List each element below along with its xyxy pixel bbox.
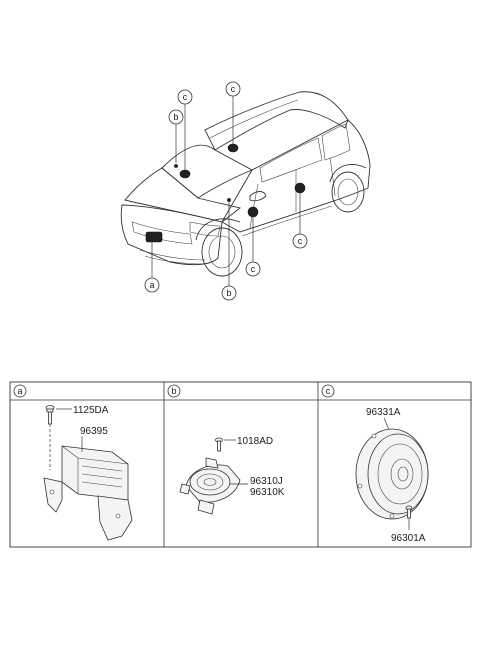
callout-c-front-door: c — [245, 261, 261, 277]
tweeter-icon — [179, 457, 241, 515]
amplifier-marker — [145, 231, 163, 243]
bolt-icon — [45, 405, 55, 425]
panel-a-header: a — [13, 384, 27, 398]
callout-label: a — [149, 280, 154, 290]
panel-letter: a — [17, 386, 22, 396]
callout-b-top: b — [168, 109, 184, 125]
vehicle-illustration — [120, 91, 371, 277]
callout-b-front: b — [221, 285, 237, 301]
parts-table — [9, 381, 472, 548]
panel-b-drawing — [179, 437, 248, 515]
callout-label: b — [173, 112, 178, 122]
callout-c-top: c — [177, 89, 193, 105]
panel-b-header: b — [167, 384, 181, 398]
callout-label: b — [226, 288, 231, 298]
part-number-1125DA: 1125DA — [73, 405, 109, 416]
panel-letter: b — [171, 386, 176, 396]
speaker-icon — [355, 428, 429, 520]
tweeter-marker-left — [179, 169, 191, 179]
part-number-1018AD: 1018AD — [237, 436, 273, 447]
panel-c-drawing — [355, 417, 429, 530]
amplifier-icon — [43, 445, 133, 541]
car-part-markers — [145, 143, 306, 243]
part-number-96310J: 96310J — [250, 476, 283, 487]
panel-letter: c — [326, 386, 331, 396]
callout-leaders — [151, 96, 301, 286]
callout-label: c — [298, 236, 303, 246]
tweeter-marker-rear — [227, 143, 239, 153]
part-number-96331A: 96331A — [366, 407, 401, 418]
panel-c-header: c — [321, 384, 335, 398]
door-speaker-marker-front — [247, 206, 259, 218]
door-speaker-marker-rear — [294, 182, 306, 194]
part-number-96301A: 96301A — [391, 533, 426, 544]
panel-a-drawing — [43, 405, 133, 541]
table-border — [9, 381, 472, 548]
screw-icon — [405, 505, 413, 519]
callout-c-rear-door: c — [292, 233, 308, 249]
part-number-96395: 96395 — [80, 426, 108, 437]
callout-label: c — [231, 84, 236, 94]
part-number-96310K: 96310K — [250, 487, 285, 498]
screw-icon — [215, 437, 223, 452]
callout-label: c — [183, 92, 188, 102]
callout-label: c — [251, 264, 256, 274]
callout-a-amp: a — [144, 277, 160, 293]
callout-c-roof: c — [225, 81, 241, 97]
